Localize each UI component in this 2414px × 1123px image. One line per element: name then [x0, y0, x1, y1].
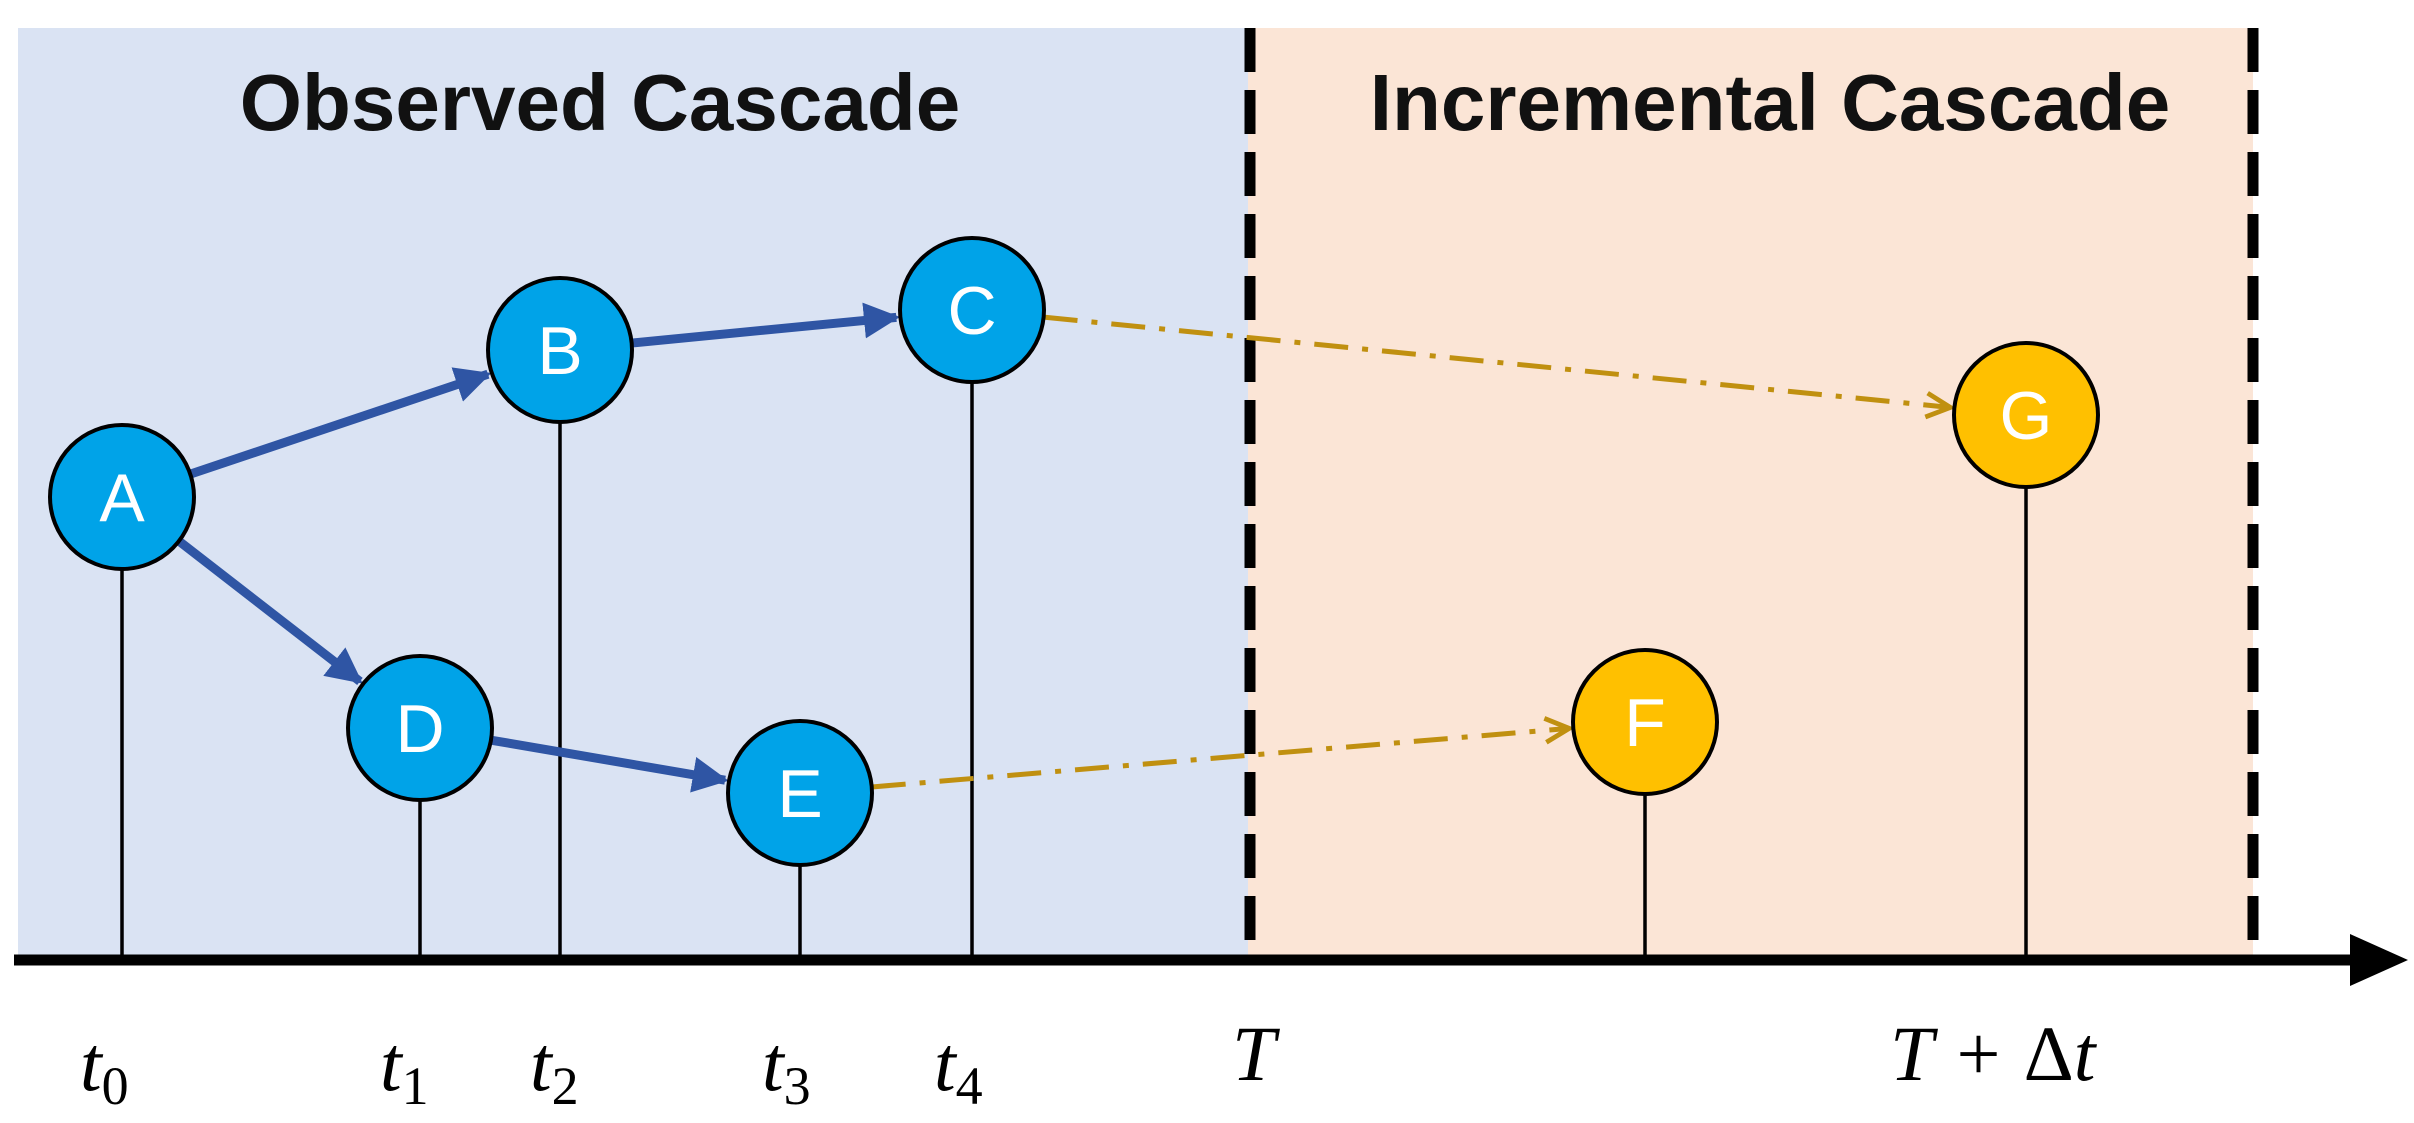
node-f: F [1571, 648, 1719, 796]
tick-label-T: T [1232, 1010, 1280, 1097]
node-label-a: A [99, 460, 145, 536]
edge-e-to-f [871, 728, 1570, 790]
node-label-g: G [2000, 378, 2053, 454]
propagation-edges [176, 302, 1951, 793]
node-label-d: D [395, 691, 444, 767]
observed-region [18, 28, 1248, 958]
incremental-cascade-title: Incremental Cascade [1370, 58, 2170, 147]
time-axis-arrowhead [2350, 934, 2408, 986]
edge-d-to-e [490, 735, 729, 793]
node-circle-d [346, 654, 494, 802]
node-circle-c [898, 236, 1046, 384]
tick-label-T-plus-delta-t: T + Δt [1890, 1010, 2098, 1097]
node-c: C [898, 236, 1046, 384]
node-circle-e [726, 719, 874, 867]
node-label-f: F [1624, 685, 1666, 761]
node-circle-g [1952, 341, 2100, 489]
node-d: D [346, 654, 494, 802]
incremental-region [1248, 28, 2253, 958]
node-b: B [486, 276, 634, 424]
node-e: E [726, 719, 874, 867]
tick-label-t4: t4 [934, 1020, 983, 1116]
node-circle-a [48, 423, 196, 571]
cascade-nodes: A B C D E F G [48, 236, 2100, 867]
edge-a-to-d [176, 537, 363, 685]
tick-label-t2: t2 [530, 1020, 579, 1116]
tick-label-t1: t1 [380, 1020, 429, 1116]
edge-c-to-g [1043, 314, 1951, 407]
node-g: G [1952, 341, 2100, 489]
node-a: A [48, 423, 196, 571]
tick-label-t0: t0 [80, 1020, 129, 1116]
edge-b-to-c [631, 302, 900, 348]
observed-cascade-title: Observed Cascade [240, 58, 960, 147]
node-circle-b [486, 276, 634, 424]
edge-a-to-b [188, 367, 492, 479]
node-label-e: E [777, 756, 822, 832]
tick-label-t3: t3 [762, 1020, 811, 1116]
node-label-b: B [537, 313, 582, 389]
node-circle-f [1571, 648, 1719, 796]
node-label-c: C [947, 273, 996, 349]
